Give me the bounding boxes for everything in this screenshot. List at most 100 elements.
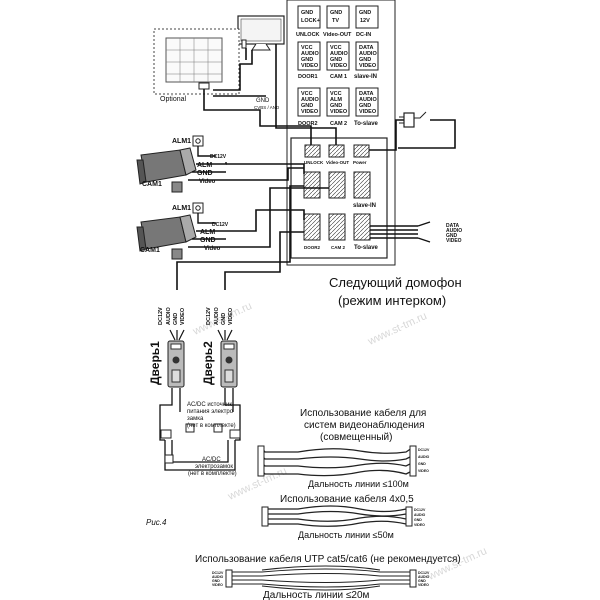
door-wire-label: VIDEO bbox=[180, 307, 186, 325]
watermark-text: www.st-tm.ru bbox=[365, 310, 429, 348]
door-wire-label: VIDEO bbox=[228, 307, 234, 325]
cable-end-label: DC12V bbox=[418, 571, 430, 575]
legend-cell-text: GND bbox=[330, 57, 342, 63]
legend-cell-label: DC-IN bbox=[356, 32, 371, 38]
legend-cell-text: VIDEO bbox=[301, 109, 319, 115]
camera-wire-label: DC12V bbox=[210, 154, 227, 160]
cable-section-2: Использование кабеля 4х0,5 DC12V AUDIO G… bbox=[261, 493, 426, 540]
legend-cell-label: DOOR1 bbox=[298, 74, 318, 80]
board-label-video-out: Video-OUT bbox=[326, 160, 349, 165]
legend-cell-text: VIDEO bbox=[301, 63, 319, 69]
lock-text: AC/DC bbox=[202, 457, 221, 463]
lock-power-text: замка bbox=[187, 416, 204, 422]
lock-power-text: (нет в комплекте) bbox=[187, 423, 236, 429]
lock-text: электрозамок bbox=[195, 464, 233, 470]
cable-end-label: GND bbox=[418, 462, 426, 466]
door-wire-label: DC12V bbox=[206, 307, 212, 325]
camera-wire-label: GND bbox=[197, 170, 213, 177]
figure-label: Рис.4 bbox=[146, 518, 167, 527]
legend-cell-label: To-slave bbox=[354, 121, 379, 127]
legend-cell-text: AUDIO bbox=[301, 97, 319, 103]
cable-end-label: VIDEO bbox=[418, 469, 429, 473]
legend-cell-text: AUDIO bbox=[359, 97, 377, 103]
data-out-label: GND bbox=[446, 233, 458, 239]
legend-cell-text: TV bbox=[332, 18, 339, 24]
next-intercom-title: Следующий домофон bbox=[329, 275, 462, 290]
cable-title: систем видеонаблюдения bbox=[304, 419, 425, 431]
legend-cell-text: GND bbox=[359, 103, 371, 109]
legend-cell-text: ALM bbox=[330, 97, 342, 103]
cable-section-3: Использование кабеля UTP cat5/cat6 (не р… bbox=[195, 553, 461, 600]
door-2-label: Дверь2 bbox=[201, 341, 215, 385]
optional-gate: Optional bbox=[153, 28, 240, 103]
board-label-slave-in: slave-IN bbox=[353, 203, 376, 209]
camera-wire-label: DC12V bbox=[212, 222, 229, 228]
board-label-unlock: UNLOCK bbox=[304, 160, 324, 165]
lock-devices bbox=[160, 423, 241, 464]
legend-cell-label: Video-OUT bbox=[323, 32, 352, 38]
cable-end-label: DC12V bbox=[212, 571, 224, 575]
legend-cell-label: UNLOCK bbox=[296, 32, 320, 38]
cable-end-label: AUDIO bbox=[418, 575, 430, 579]
door-1-label: Дверь1 bbox=[148, 341, 162, 385]
cable-distance: Дальность линии ≤50м bbox=[298, 530, 394, 540]
camera-name-label: CAM1 bbox=[140, 247, 160, 254]
legend-cell-text: VIDEO bbox=[330, 109, 348, 115]
data-out-label: DATA bbox=[446, 223, 460, 229]
camera-name-label: CAM1 bbox=[142, 181, 162, 188]
legend-cell-text: DATA bbox=[359, 91, 373, 97]
camera-wire-label: Video bbox=[199, 179, 216, 185]
cvbs-label: CVBS / AND bbox=[254, 105, 280, 110]
camera-1: ALM1 CAM1 DC12V ALM GND Video bbox=[136, 135, 227, 193]
terminal-board: UNLOCK Video-OUT Power slave-IN DOOR2 CA… bbox=[290, 137, 388, 259]
legend-cell-text: 12V bbox=[360, 18, 370, 24]
cable-distance: Дальность линии ≤20м bbox=[263, 590, 370, 600]
cable-end-label: AUDIO bbox=[414, 513, 426, 517]
legend-cell-text: VCC bbox=[330, 45, 342, 51]
cable-end-label: VIDEO bbox=[418, 583, 429, 587]
wires-cameras bbox=[226, 163, 329, 248]
cable-end-label: VIDEO bbox=[212, 583, 223, 587]
cable-end-label: VIDEO bbox=[414, 523, 425, 527]
legend-cell-text: VIDEO bbox=[359, 109, 377, 115]
door-wire-label: GND bbox=[221, 313, 227, 325]
camera-wire-label: ALM bbox=[200, 229, 215, 236]
cable-end-label: GND bbox=[418, 579, 426, 583]
cable-section-1: Использование кабеля для систем видеонаб… bbox=[257, 407, 430, 489]
power-plug-icon bbox=[399, 111, 427, 128]
lock-power-text: AC/DC источник bbox=[187, 402, 232, 408]
cable-end-label: DC12V bbox=[418, 448, 430, 452]
door-panel-2: Дверь2 bbox=[201, 340, 238, 388]
cable-end-label: GND bbox=[414, 518, 422, 522]
board-label-power: Power bbox=[353, 160, 367, 165]
legend-cell-text: GND bbox=[359, 10, 371, 16]
cable-title: Использование кабеля 4х0,5 bbox=[280, 493, 414, 505]
cable-end-label: AUDIO bbox=[418, 455, 430, 459]
camera-wire-label: Video bbox=[204, 246, 221, 252]
legend-cell-text: AUDIO bbox=[330, 51, 348, 57]
legend-cell-label: DOOR2 bbox=[298, 121, 318, 127]
legend-cell-text: LOCK+ bbox=[301, 18, 320, 24]
cable-distance: Дальность линии ≤100м bbox=[308, 479, 409, 489]
door-wires bbox=[169, 329, 233, 341]
legend-cell-text: VCC bbox=[330, 91, 342, 97]
legend-cell-text: GND bbox=[330, 103, 342, 109]
cable-title: (совмещенный) bbox=[320, 432, 392, 443]
board-label-door2: DOOR2 bbox=[304, 245, 321, 250]
legend-cell-text: GND bbox=[301, 10, 313, 16]
door-panel-1: Дверь1 bbox=[148, 340, 185, 388]
camera-wire-label: GND bbox=[200, 237, 216, 244]
lock-power-text: питания электро bbox=[187, 409, 234, 415]
door-wire-label: AUDIO bbox=[214, 307, 220, 325]
board-label-to-slave: To-slave bbox=[354, 245, 379, 251]
cable-title: Использование кабеля UTP cat5/cat6 (не р… bbox=[195, 553, 461, 565]
legend-cell-text: GND bbox=[330, 10, 342, 16]
camera-wire-label: ALM bbox=[197, 162, 212, 169]
data-out-label: VIDEO bbox=[446, 238, 462, 244]
legend-cell-text: VCC bbox=[301, 91, 313, 97]
wires-doors bbox=[176, 185, 304, 290]
legend-cell-text: GND bbox=[359, 57, 371, 63]
camera-alm-label: ALM1 bbox=[172, 205, 191, 212]
data-out-label: AUDIO bbox=[446, 228, 462, 234]
